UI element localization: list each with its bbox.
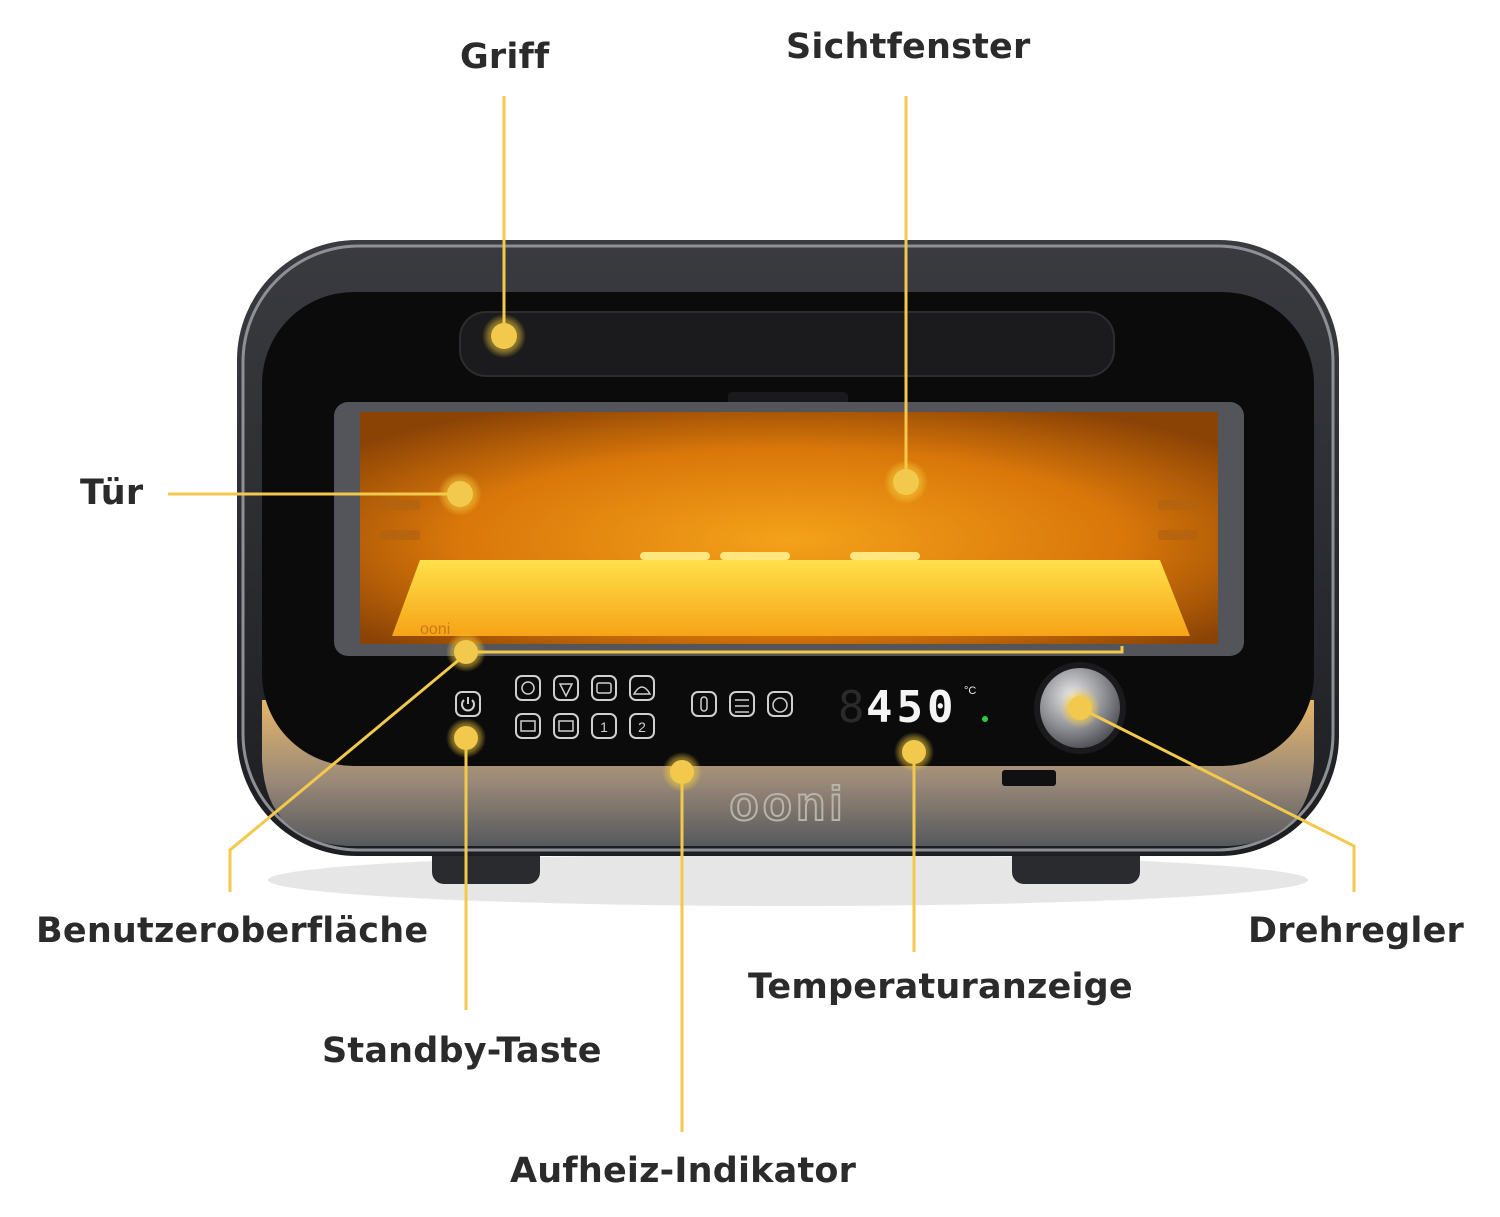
callout-dot-drehregler [1068, 696, 1092, 720]
label-griff: Griff [460, 37, 550, 77]
brand-logo: ooni [729, 778, 846, 831]
mode-button-custom[interactable] [553, 713, 579, 739]
timer-button[interactable] [767, 691, 793, 717]
mode-button-bake[interactable] [629, 675, 655, 701]
heating-elements [640, 552, 920, 560]
door-handle [459, 311, 1115, 377]
callout-line-benutzeroberflaeche [228, 652, 467, 892]
pizza-stone [392, 560, 1190, 636]
program-button-2[interactable] [629, 713, 655, 739]
manual-icon [520, 720, 536, 732]
label-standby-taste: Standby-Taste [322, 1031, 602, 1071]
label-sichtfenster: Sichtfenster [786, 27, 1031, 67]
door-brand-mark: ooni [420, 621, 450, 638]
timer-icon [772, 697, 788, 713]
temperature-display: 8 450 °C [838, 682, 988, 733]
temperature-value: 450 [866, 682, 957, 733]
callout-dot-sichtfenster [893, 469, 919, 495]
callout-line-drehregler [1079, 706, 1356, 892]
program-2-label: 2 [638, 719, 646, 735]
mode-button-pizza[interactable] [553, 675, 579, 701]
label-benutzeroberflaeche: Benutzeroberfläche [36, 911, 429, 951]
heat-balance-button[interactable] [729, 691, 755, 717]
label-drehregler: Drehregler [1248, 911, 1465, 951]
neapolitan-icon [521, 681, 535, 695]
probe-button[interactable] [691, 691, 717, 717]
label-tuer: Tür [80, 473, 144, 513]
control-panel [455, 675, 793, 739]
callout-dot-aufheiz [670, 760, 694, 784]
oven-shell-rim [241, 244, 1335, 852]
rear-vent [1002, 770, 1056, 786]
display-ghost-digit: 8 [838, 682, 865, 733]
status-led [982, 716, 988, 722]
thermometer-icon [700, 696, 708, 712]
power-icon [461, 697, 475, 712]
temperature-unit: °C [964, 685, 976, 697]
mode-button-neapolitan[interactable] [515, 675, 541, 701]
floor-shadow [268, 854, 1308, 906]
callout-lines [168, 96, 1356, 1132]
callout-dot-griff [491, 323, 517, 349]
panel-glyphs: 1 2 [520, 681, 788, 735]
pan-icon [596, 682, 612, 694]
label-aufheiz-indikator: Aufheiz-Indikator [510, 1151, 857, 1191]
chamber-side-racks [380, 500, 1198, 540]
callout-dot-temperatur [902, 740, 926, 764]
bake-icon [632, 686, 652, 695]
heat-lines-icon [735, 699, 749, 713]
program-1-label: 1 [600, 719, 608, 735]
callout-dot-tuer [447, 481, 473, 507]
callout-dots [438, 314, 1100, 792]
mode-button-manual[interactable] [515, 713, 541, 739]
pizza-slice-icon [558, 683, 574, 698]
label-temperaturanzeige: Temperaturanzeige [748, 967, 1133, 1007]
mode-button-pan[interactable] [591, 675, 617, 701]
custom-icon [558, 720, 574, 732]
standby-button[interactable] [455, 691, 481, 717]
program-button-1[interactable] [591, 713, 617, 739]
callout-line-window-edge [470, 646, 1124, 654]
callout-dot-standby [454, 726, 478, 750]
callout-dot-benutzeroberflaeche [454, 640, 478, 664]
